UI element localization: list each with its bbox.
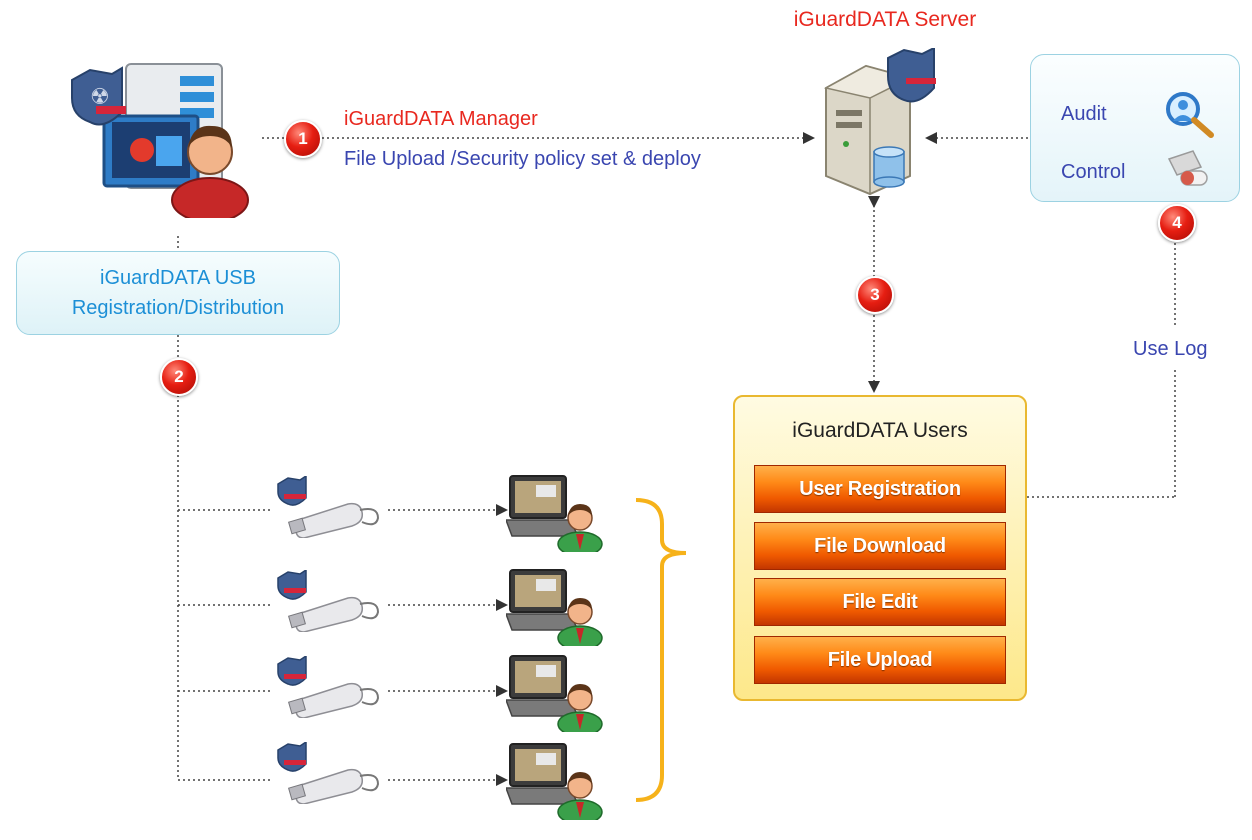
laptop-user-icon (506, 743, 603, 820)
step-badge-3: 3 (856, 276, 894, 314)
laptop-user-icon (506, 569, 603, 646)
usb-drive-icon (277, 476, 380, 538)
users-title: iGuardDATA Users (792, 419, 968, 442)
laptop-user-icon (506, 655, 603, 732)
usb-box-line2: Registration/Distribution (71, 297, 285, 319)
user-registration-button[interactable]: User Registration (754, 465, 1006, 513)
control-tools-icon (1167, 150, 1208, 186)
users-panel: iGuardDATA Users User Registration File … (733, 395, 1027, 701)
audit-label: Audit (1061, 103, 1107, 125)
audit-control-box: Audit Control (1030, 54, 1240, 202)
usb-drive-icon (277, 570, 380, 632)
usb-registration-box: iGuardDATA USB Registration/Distribution (16, 251, 340, 335)
usb-box-line1: iGuardDATA USB (100, 267, 256, 289)
file-download-button[interactable]: File Download (754, 522, 1006, 570)
step-badge-1: 1 (284, 120, 322, 158)
server-title: iGuardDATA Server (793, 8, 977, 31)
database-server-icon (823, 48, 936, 196)
admin-workstation-icon: ☢ (71, 63, 249, 218)
file-edit-button[interactable]: File Edit (754, 578, 1006, 626)
file-upload-button[interactable]: File Upload (754, 636, 1006, 684)
magnifier-user-icon (1166, 92, 1214, 138)
group-bracket (635, 498, 687, 802)
control-label: Control (1061, 161, 1126, 183)
manager-title: iGuardDATA Manager (344, 108, 538, 130)
laptop-user-icon (506, 475, 603, 552)
step-badge-2: 2 (160, 358, 198, 396)
usb-drive-icon (277, 742, 380, 804)
step-badge-4: 4 (1158, 204, 1196, 242)
svg-text:☢: ☢ (90, 85, 110, 110)
manager-subtitle: File Upload /Security policy set & deplo… (344, 148, 701, 170)
use-log-label: Use Log (1133, 338, 1208, 360)
usb-drive-icon (277, 656, 380, 718)
